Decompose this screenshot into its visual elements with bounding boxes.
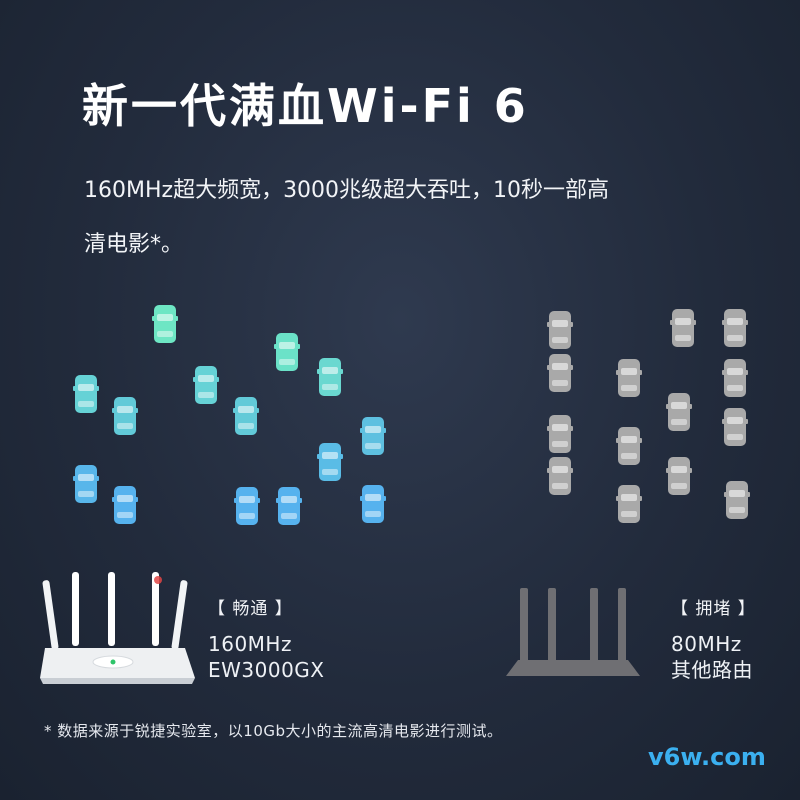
car-icon <box>73 375 99 413</box>
description-line-1: 160MHz超大频宽，3000兆级超大吞吐，10秒一部高 <box>84 178 610 203</box>
car-icon <box>234 487 260 525</box>
bandwidth-value: 80MHz <box>671 632 742 656</box>
generic-router-icon <box>506 588 640 676</box>
model-name: EW3000GX <box>208 658 325 682</box>
car-icon <box>112 486 138 524</box>
status-congested-label: 【 拥堵 】 <box>671 599 756 619</box>
car-icon <box>317 358 343 396</box>
car-icon <box>724 481 750 519</box>
car-icon <box>193 366 219 404</box>
car-icon <box>722 359 748 397</box>
car-icon <box>666 457 692 495</box>
description-text: 160MHz超大频宽，3000兆级超大吞吐，10秒一部高 清电影*。 <box>84 164 734 272</box>
ew3000gx-router-icon <box>40 572 195 684</box>
car-icon <box>722 309 748 347</box>
car-icon <box>547 354 573 392</box>
car-icon <box>547 457 573 495</box>
car-icon <box>276 487 302 525</box>
car-icon <box>722 408 748 446</box>
car-icon <box>616 359 642 397</box>
car-icon <box>317 443 343 481</box>
footnote: * 数据来源于锐捷实验室，以10Gb大小的主流高清电影进行测试。 <box>44 722 503 740</box>
car-icon <box>274 333 300 371</box>
page-title: 新一代满血Wi-Fi 6 <box>82 79 529 133</box>
car-icon <box>547 415 573 453</box>
bandwidth-value: 160MHz <box>208 632 292 656</box>
model-name: 其他路由 <box>671 658 753 682</box>
car-icon <box>360 417 386 455</box>
ew3000gx-info: 【 畅通 】 160MHz EW3000GX <box>208 594 325 683</box>
fast-cars <box>73 305 386 525</box>
car-icon <box>616 485 642 523</box>
car-icon <box>73 465 99 503</box>
car-icon <box>112 397 138 435</box>
car-icon <box>547 311 573 349</box>
car-icon <box>233 397 259 435</box>
status-smooth-label: 【 畅通 】 <box>208 599 293 619</box>
car-icon <box>670 309 696 347</box>
fast-lanes <box>65 305 391 533</box>
car-icon <box>616 427 642 465</box>
car-icon <box>360 485 386 523</box>
car-icon <box>152 305 178 343</box>
description-line-2: 清电影*。 <box>84 232 184 257</box>
watermark: v6w.com <box>648 743 766 771</box>
other-router-info: 【 拥堵 】 80MHz 其他路由 <box>671 594 756 683</box>
congested-lanes <box>527 305 767 533</box>
car-icon <box>666 393 692 431</box>
